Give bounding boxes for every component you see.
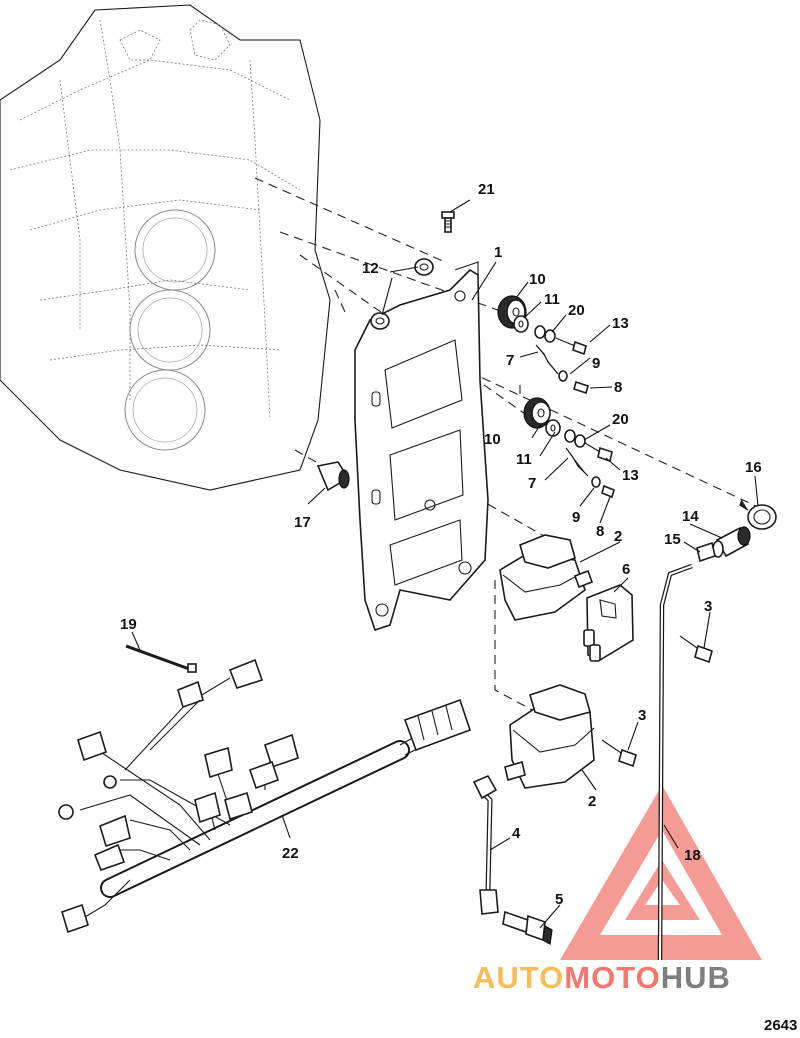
fitting-15 xyxy=(696,541,716,563)
rubber-mount-10-lower xyxy=(523,397,551,429)
sensor-14 xyxy=(712,526,751,558)
spark-plug-5 xyxy=(502,910,553,945)
callout-15: 15 xyxy=(664,531,681,548)
callout-2-upper: 2 xyxy=(614,528,622,545)
callout-20-lower: 20 xyxy=(612,411,629,428)
sensor-17 xyxy=(316,461,350,492)
callout-5: 5 xyxy=(555,891,563,908)
watermark-text-hub: HUB xyxy=(661,960,731,995)
callout-18: 18 xyxy=(684,847,701,864)
callout-10-upper: 10 xyxy=(529,271,546,288)
screw-3-upper xyxy=(679,635,713,664)
wiring-harness-22 xyxy=(58,658,472,934)
washer-11-upper xyxy=(513,315,529,333)
ground-strap-7-upper xyxy=(535,344,559,375)
pickup-tube-18 xyxy=(657,563,693,961)
callout-7-lower: 7 xyxy=(528,475,536,492)
engine-block-illustration xyxy=(0,4,331,491)
callout-11-upper: 11 xyxy=(544,291,560,308)
washer-11-lower xyxy=(545,419,561,437)
ground-strap-7-lower xyxy=(565,447,589,477)
watermark-text-auto: AUTO xyxy=(473,960,564,995)
callout-3-upper: 3 xyxy=(704,598,712,615)
callout-17: 17 xyxy=(294,514,311,531)
watermark-text-moto: MOTO xyxy=(564,960,660,995)
callout-19: 19 xyxy=(120,616,137,633)
callout-6: 6 xyxy=(622,561,630,578)
callout-leader-lines xyxy=(131,199,759,929)
callout-16: 16 xyxy=(745,459,762,476)
callout-11-lower: 11 xyxy=(516,451,532,468)
callout-21: 21 xyxy=(478,181,495,198)
washer-9-lower xyxy=(591,476,601,488)
callout-10-lower: 10 xyxy=(484,431,501,448)
cable-tie-19 xyxy=(125,644,197,673)
screw-3-lower xyxy=(601,739,637,768)
screw-13-lower xyxy=(584,442,613,463)
screw-8-upper xyxy=(573,380,589,395)
washer-9-upper xyxy=(558,370,568,382)
callout-12: 12 xyxy=(362,260,379,277)
ignition-coil-2-lower xyxy=(504,684,595,789)
mounting-plate xyxy=(354,261,489,632)
bolt-21 xyxy=(441,211,455,233)
callout-4: 4 xyxy=(512,825,521,842)
watermark-logo: AUTOMOTOHUB xyxy=(473,960,731,995)
figure-number: 2643 xyxy=(764,1017,797,1034)
callout-9-upper: 9 xyxy=(592,355,600,372)
washer-20-lower xyxy=(564,429,586,448)
grommet-12 xyxy=(370,258,434,330)
callout-22: 22 xyxy=(282,845,299,862)
callout-20-upper: 20 xyxy=(568,302,585,319)
ignition-coil-2-upper xyxy=(499,534,594,621)
callout-8-upper: 8 xyxy=(614,379,622,396)
callout-9-lower: 9 xyxy=(572,509,580,526)
screw-8-lower xyxy=(601,484,615,499)
spark-plug-lead-4 xyxy=(472,774,499,915)
callout-labels: 21 1 12 10 11 20 13 7 9 8 20 10 11 13 7 … xyxy=(120,181,762,908)
callout-2-lower: 2 xyxy=(588,793,596,810)
callout-13-lower: 13 xyxy=(622,467,639,484)
assembly-guide-lines xyxy=(254,177,761,726)
callout-7-upper: 7 xyxy=(506,352,514,369)
washer-20-upper xyxy=(534,325,556,343)
callout-3-lower: 3 xyxy=(638,707,646,724)
callout-8-lower: 8 xyxy=(596,523,604,540)
screw-13-upper xyxy=(555,337,587,356)
callout-1: 1 xyxy=(494,244,502,261)
clamp-16 xyxy=(739,499,777,530)
module-6 xyxy=(583,584,634,662)
callout-14: 14 xyxy=(682,508,699,525)
callout-13-upper: 13 xyxy=(612,315,629,332)
svg-text:AUTOMOTOHUB: AUTOMOTOHUB xyxy=(473,960,731,995)
